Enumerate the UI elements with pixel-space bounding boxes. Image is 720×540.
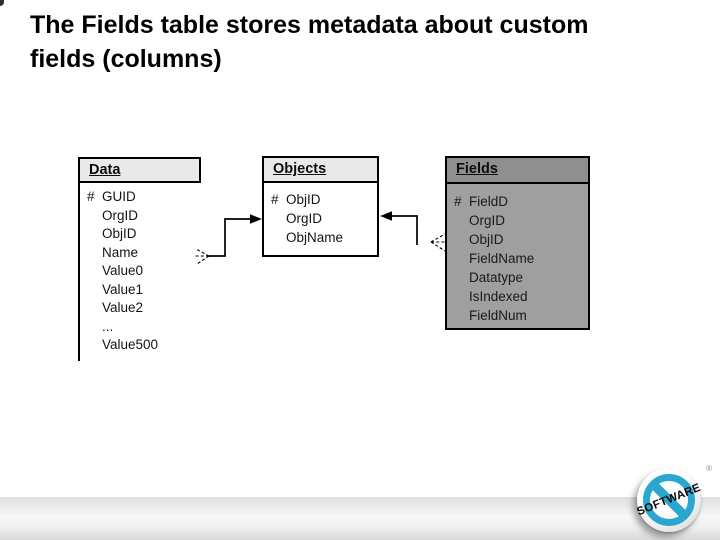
- entity-fields-body: # FieldD OrgID ObjID FieldName Datatype I…: [447, 184, 588, 325]
- table-row: Datatype: [447, 268, 588, 287]
- table-row: # GUID: [80, 188, 201, 207]
- column-label: Value500: [102, 337, 159, 352]
- column-label: Value2: [102, 300, 144, 315]
- entity-data-body: # GUID OrgID ObjID Name Value0 Value1 Val…: [78, 183, 201, 361]
- column-label: Datatype: [469, 270, 524, 285]
- column-label: OrgID: [469, 213, 506, 228]
- table-row-ellipsis: ...: [80, 318, 201, 337]
- column-label: Name: [102, 244, 139, 260]
- column-label: FieldD: [469, 194, 509, 209]
- table-row: OrgID: [80, 207, 201, 226]
- table-row: Value0: [80, 262, 201, 281]
- title-line-1: The Fields table stores metadata about c…: [30, 11, 589, 39]
- crows-foot-icon: [430, 233, 446, 252]
- table-row: FieldNum: [447, 306, 588, 325]
- filled-arrow-icon: [380, 211, 392, 221]
- column-label: Value0: [102, 263, 144, 278]
- column-label: ObjID: [286, 192, 321, 207]
- column-label: ...: [102, 318, 114, 334]
- table-row: OrgID: [264, 209, 377, 228]
- logo-badge: SOFTWARE: [635, 468, 703, 532]
- table-row: Value500: [80, 336, 201, 355]
- pk-marker: #: [271, 192, 279, 207]
- column-label: OrgID: [286, 211, 323, 226]
- entity-objects-title: Objects: [273, 161, 327, 177]
- registered-mark: ®: [706, 464, 712, 473]
- column-label: GUID: [102, 189, 136, 204]
- column-label: IsIndexed: [469, 289, 528, 304]
- column-label: OrgID: [102, 207, 139, 223]
- no-software-logo: SOFTWARE ®: [632, 463, 712, 539]
- no-circle-icon: [643, 474, 695, 526]
- connector-data-objects: [194, 214, 262, 265]
- footer-band: [0, 497, 720, 540]
- table-row: # ObjID: [264, 190, 377, 209]
- entity-data-title: Data: [89, 162, 121, 178]
- corner-artifact: [0, 0, 4, 6]
- column-label: ObjName: [286, 230, 344, 245]
- entity-fields: Fields # FieldD OrgID ObjID FieldName Dat…: [445, 156, 590, 330]
- filled-arrow-icon: [250, 214, 262, 224]
- column-label: FieldName: [469, 251, 535, 266]
- table-row: Name: [80, 244, 201, 263]
- entity-fields-title: Fields: [456, 161, 498, 177]
- table-row: OrgID: [447, 211, 588, 230]
- table-row: Value1: [80, 281, 201, 300]
- connector-fields-objects: [380, 211, 446, 252]
- slide-title: The Fields table stores metadata about c…: [30, 8, 588, 76]
- table-row: ObjID: [80, 225, 201, 244]
- column-label: FieldNum: [469, 308, 527, 323]
- pk-marker: #: [454, 194, 462, 209]
- title-line-2: fields (columns): [30, 45, 222, 73]
- table-row: IsIndexed: [447, 287, 588, 306]
- column-label: ObjID: [469, 232, 504, 247]
- column-label: ObjID: [102, 226, 137, 241]
- table-row: Value2: [80, 299, 201, 318]
- entity-objects: Objects # ObjID OrgID ObjName: [262, 156, 379, 257]
- logo-text: SOFTWARE: [635, 481, 703, 519]
- entity-objects-header: Objects: [264, 158, 377, 183]
- entity-data-header: Data: [78, 157, 201, 183]
- column-label: Value1: [102, 281, 144, 297]
- table-row: # FieldD: [447, 192, 588, 211]
- entity-fields-header: Fields: [447, 158, 588, 184]
- table-row: FieldName: [447, 249, 588, 268]
- pk-marker: #: [87, 189, 95, 204]
- table-row: ObjName: [264, 228, 377, 247]
- table-row: ObjID: [447, 230, 588, 249]
- entity-objects-body: # ObjID OrgID ObjName: [264, 183, 377, 247]
